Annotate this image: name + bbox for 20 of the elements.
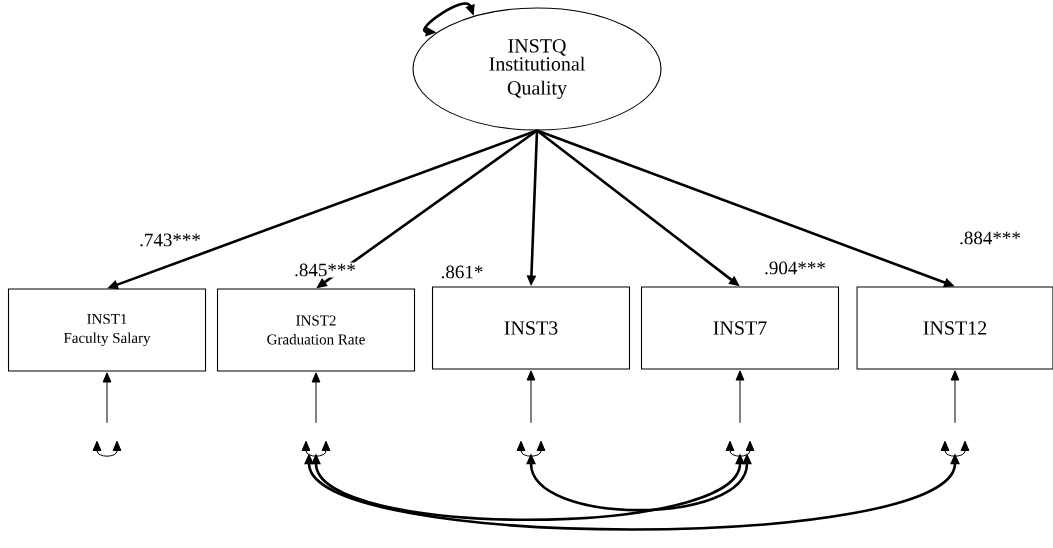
indicator-box: INST7 (640, 286, 840, 370)
error-arrow (735, 370, 745, 424)
error-variance-loop (301, 440, 331, 457)
error-arrow (311, 372, 321, 424)
edge-label: .845*** (293, 262, 357, 278)
indicator-box: INST2 Graduation Rate (216, 288, 416, 372)
error-arrow (102, 372, 112, 424)
edge-label: .904*** (763, 260, 827, 276)
error-arrow (526, 370, 536, 424)
error-variance-loop (725, 440, 755, 457)
indicator-box: INST3 (431, 286, 631, 370)
edge-label: .743*** (138, 232, 202, 248)
indicator-box: INST1 Faculty Salary (7, 288, 207, 372)
error-variance-loop (92, 440, 122, 457)
error-arrow (950, 370, 960, 424)
error-variance-loop (516, 440, 546, 457)
edge-label: .861* (439, 264, 485, 280)
indicator-box: INST12 (856, 286, 1053, 370)
error-variance-loop (940, 440, 970, 457)
edge-label: .884*** (958, 230, 1022, 246)
